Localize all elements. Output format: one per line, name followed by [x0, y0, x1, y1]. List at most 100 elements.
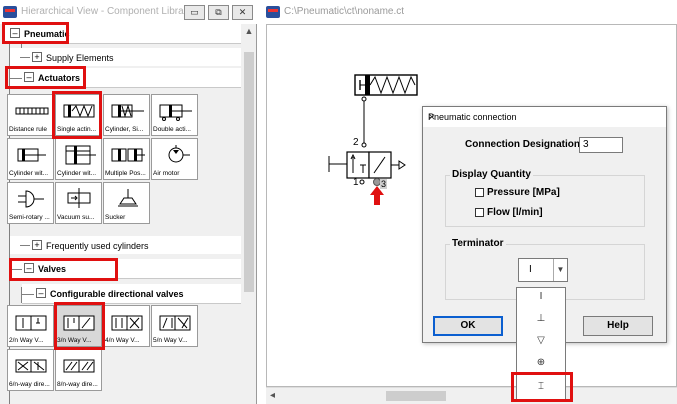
ok-button[interactable]: OK — [433, 316, 503, 336]
close-icon[interactable]: ✕ — [428, 112, 436, 122]
vacuum-suction-icon — [67, 188, 91, 208]
tile-semi-rotary[interactable]: Semi-rotary ... — [7, 182, 54, 224]
scroll-left-icon[interactable]: ◂ — [270, 390, 276, 401]
tile-3n-way-valve[interactable]: 3/n Way V... — [55, 305, 102, 347]
tile-label: Distance rule — [9, 126, 47, 133]
pneumatic-connection-dialog: Pneumatic connection ✕ Connection Design… — [422, 106, 667, 343]
designation-label: Connection Designation — [465, 139, 580, 150]
highlight-single-acting-tile — [52, 91, 102, 139]
pressure-checkbox[interactable] — [475, 188, 484, 197]
terminator-option[interactable]: ⌶ — [538, 381, 544, 392]
tree-pneumatic[interactable]: – Pneumatic — [2, 24, 241, 44]
terminator-select[interactable]: I ▼ — [518, 258, 568, 282]
tile-air-motor[interactable]: Air motor — [151, 138, 198, 180]
collapse-icon[interactable]: – — [36, 288, 46, 298]
highlight-pneumatic — [2, 22, 69, 44]
semi-rotary-icon — [18, 190, 44, 208]
collapse-icon[interactable]: – — [24, 263, 34, 273]
3n-way-valve-icon — [63, 315, 95, 331]
app-icon — [3, 6, 17, 18]
tile-distance-rule[interactable]: Distance rule — [7, 94, 54, 136]
dialog-title: Pneumatic connection — [428, 112, 517, 122]
tree-line — [21, 287, 22, 303]
circuit-title-bar[interactable]: C:\Pneumatic\ct\noname.ct — [258, 0, 677, 24]
tile-label: 2/n Way V... — [9, 337, 44, 344]
collapse-icon[interactable]: – — [24, 72, 34, 82]
port-label-1: 1 — [353, 177, 359, 188]
multiple-position-cylinder-icon — [111, 148, 145, 162]
hscroll-thumb[interactable] — [386, 391, 446, 401]
air-motor-icon — [168, 145, 190, 163]
tile-5n-way-valve[interactable]: 5/n Way V... — [151, 305, 198, 347]
terminator-option[interactable]: ▽ — [537, 335, 545, 346]
tile-cylinder-with-2[interactable]: Cylinder wit... — [55, 138, 102, 180]
tree-label: Valves — [38, 264, 67, 274]
terminator-option[interactable]: ⊥ — [536, 313, 546, 324]
collapse-icon[interactable]: – — [10, 28, 20, 38]
highlight-actuators — [5, 66, 86, 89]
close-button[interactable]: ✕ — [232, 5, 253, 20]
tile-6n-way-valve[interactable]: 6/n-way dire... — [7, 349, 54, 391]
8n-way-valve-icon — [63, 359, 95, 373]
app-icon — [266, 6, 280, 18]
dialog-title-bar[interactable]: Pneumatic connection ✕ — [423, 107, 666, 127]
tile-vacuum-suction[interactable]: Vacuum su... — [55, 182, 102, 224]
help-button[interactable]: Help — [583, 316, 653, 336]
terminator-option[interactable]: ⊕ — [536, 357, 546, 368]
tree-line — [22, 294, 34, 295]
5n-way-valve-icon — [159, 315, 191, 331]
sucker-icon — [118, 189, 138, 207]
cylinder-icon — [111, 104, 144, 118]
terminator-selected-value: I — [529, 264, 532, 275]
scrollbar-thumb[interactable] — [244, 52, 254, 292]
terminator-option[interactable]: I — [539, 291, 543, 302]
distance-rule-icon — [15, 107, 49, 115]
scroll-up-icon[interactable]: ▲ — [244, 26, 254, 36]
highlight-3n-way-tile — [54, 302, 105, 350]
flow-label: Flow [l/min] — [487, 207, 543, 218]
flow-checkbox[interactable] — [475, 208, 484, 217]
restore-button[interactable]: ⧉ — [208, 5, 229, 20]
library-title-bar[interactable]: Hierarchical View - Component Library ▭ … — [0, 0, 257, 24]
expand-icon[interactable]: + — [32, 240, 42, 250]
pressure-label: Pressure [MPa] — [487, 187, 560, 198]
double-acting-cylinder-icon — [159, 104, 192, 121]
designation-input[interactable]: 3 — [579, 137, 623, 153]
tree-supply-elements[interactable]: + Supply Elements — [10, 48, 241, 66]
2n-way-valve-icon — [15, 315, 47, 331]
tree-line — [20, 57, 30, 58]
canvas-hscrollbar[interactable]: ◂ — [266, 387, 677, 404]
tile-label: Cylinder, Si... — [105, 126, 144, 133]
tile-double-acting-cylinder[interactable]: Double acti... — [151, 94, 198, 136]
tile-cylinder-with[interactable]: Cylinder wit... — [7, 138, 54, 180]
tile-cylinder[interactable]: Cylinder, Si... — [103, 94, 150, 136]
tile-label: 3/n Way V... — [57, 337, 92, 344]
expand-icon[interactable]: + — [32, 52, 42, 62]
tile-2n-way-valve[interactable]: 2/n Way V... — [7, 305, 54, 347]
library-scrollbar[interactable]: ▲ — [242, 24, 256, 404]
chevron-down-icon[interactable]: ▼ — [553, 259, 567, 281]
tree-actuators[interactable]: – Actuators — [10, 68, 241, 88]
tree-label: Frequently used cylinders — [46, 241, 149, 251]
highlight-valves — [9, 258, 118, 281]
tile-label: Double acti... — [153, 126, 191, 133]
tile-8n-way-valve[interactable]: 8/n-way dire... — [55, 349, 102, 391]
tile-multiple-position-cylinder[interactable]: Multiple Pos... — [103, 138, 150, 180]
tile-label: 6/n-way dire... — [9, 381, 50, 388]
terminator-dropdown: I ⊥ ▽ ⊕ ⌶ — [516, 287, 566, 401]
tile-sucker[interactable]: Sucker — [103, 182, 150, 224]
tree-valves[interactable]: – Valves — [10, 259, 241, 279]
tree-label: Configurable directional valves — [50, 289, 184, 299]
tile-label: 4/n Way V... — [105, 337, 140, 344]
tree-label: Supply Elements — [46, 53, 114, 63]
port-label-2: 2 — [353, 137, 359, 148]
tree-line — [20, 245, 30, 246]
library-title: Hierarchical View - Component Library — [21, 6, 192, 17]
terminator-label: Terminator — [450, 238, 506, 249]
tree-configurable-directional-valves[interactable]: – Configurable directional valves — [22, 284, 241, 304]
circuit-title: C:\Pneumatic\ct\noname.ct — [284, 6, 405, 17]
tile-single-acting-cylinder[interactable]: Single actin... — [55, 94, 102, 136]
minimize-button[interactable]: ▭ — [184, 5, 205, 20]
tree-frequently-used-cylinders[interactable]: + Frequently used cylinders — [10, 236, 241, 254]
tile-4n-way-valve[interactable]: 4/n Way V... — [103, 305, 150, 347]
